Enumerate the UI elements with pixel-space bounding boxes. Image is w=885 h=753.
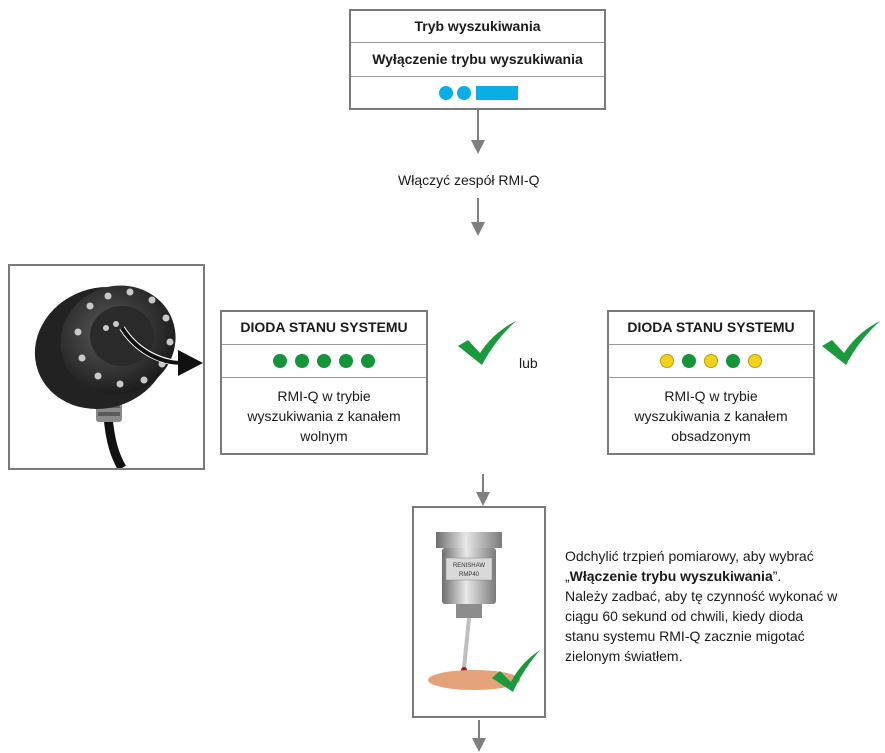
blue-led-bar	[476, 85, 518, 100]
status-led-3	[704, 354, 718, 368]
led-row	[609, 345, 813, 378]
blue-led-1	[439, 85, 453, 100]
probe-brand-label: RENISHAW	[453, 563, 485, 569]
status-led-2	[295, 354, 309, 368]
quote-open: „	[565, 568, 570, 584]
probe-photo-frame: RENISHAW RMP40	[412, 506, 546, 718]
instruction-rest: Należy zadbać, aby tę czynność wykonać w…	[565, 588, 838, 664]
status-led-3	[317, 354, 331, 368]
panel-description: RMI-Q w trybie wyszukiwania z kanałem wo…	[247, 388, 401, 444]
search-mode-title: Tryb wyszukiwania	[351, 11, 604, 43]
blue-led-2	[457, 85, 471, 100]
status-led-2	[682, 354, 696, 368]
flow-arrow-1	[471, 110, 485, 154]
step-text: Włączyć zespół RMI-Q	[398, 172, 540, 188]
flow-arrow-4	[472, 720, 486, 752]
panel-header: DIODA STANU SYSTEMU	[222, 312, 426, 345]
search-mode-indicator	[351, 77, 604, 108]
check-icon	[458, 321, 516, 365]
system-led-panel-free: DIODA STANU SYSTEMU RMI-Q w trybie wyszu…	[220, 310, 428, 455]
status-led-1	[660, 354, 674, 368]
panel-header: DIODA STANU SYSTEMU	[609, 312, 813, 345]
led-row	[222, 345, 426, 378]
quote-close: ”.	[772, 568, 782, 584]
instruction-line1: Odchylić trzpień pomiarowy, aby wybrać	[565, 548, 814, 564]
flow-arrow-2	[471, 198, 485, 236]
instruction-bold: Włączenie trybu wyszukiwania	[569, 568, 773, 584]
probe-model-label: RMP40	[459, 572, 480, 578]
search-mode-box: Tryb wyszukiwania Wyłączenie trybu wyszu…	[349, 9, 606, 110]
rmi-q-photo-frame	[8, 264, 205, 470]
status-led-5	[361, 354, 375, 368]
status-led-4	[726, 354, 740, 368]
panel-description: RMI-Q w trybie wyszukiwania z kanałem ob…	[634, 388, 788, 444]
rmi-q-unit-image	[34, 285, 203, 468]
check-icon	[822, 321, 880, 365]
instruction-text: Odchylić trzpień pomiarowy, aby wybrać „…	[565, 546, 870, 666]
status-led-1	[273, 354, 287, 368]
status-led-4	[339, 354, 353, 368]
status-led-5	[748, 354, 762, 368]
probe-image: RENISHAW RMP40	[428, 532, 540, 692]
or-text: lub	[519, 355, 538, 371]
system-led-panel-occupied: DIODA STANU SYSTEMU RMI-Q w trybie wyszu…	[607, 310, 815, 455]
flow-arrow-3	[476, 474, 490, 506]
search-mode-subtitle: Wyłączenie trybu wyszukiwania	[351, 43, 604, 77]
